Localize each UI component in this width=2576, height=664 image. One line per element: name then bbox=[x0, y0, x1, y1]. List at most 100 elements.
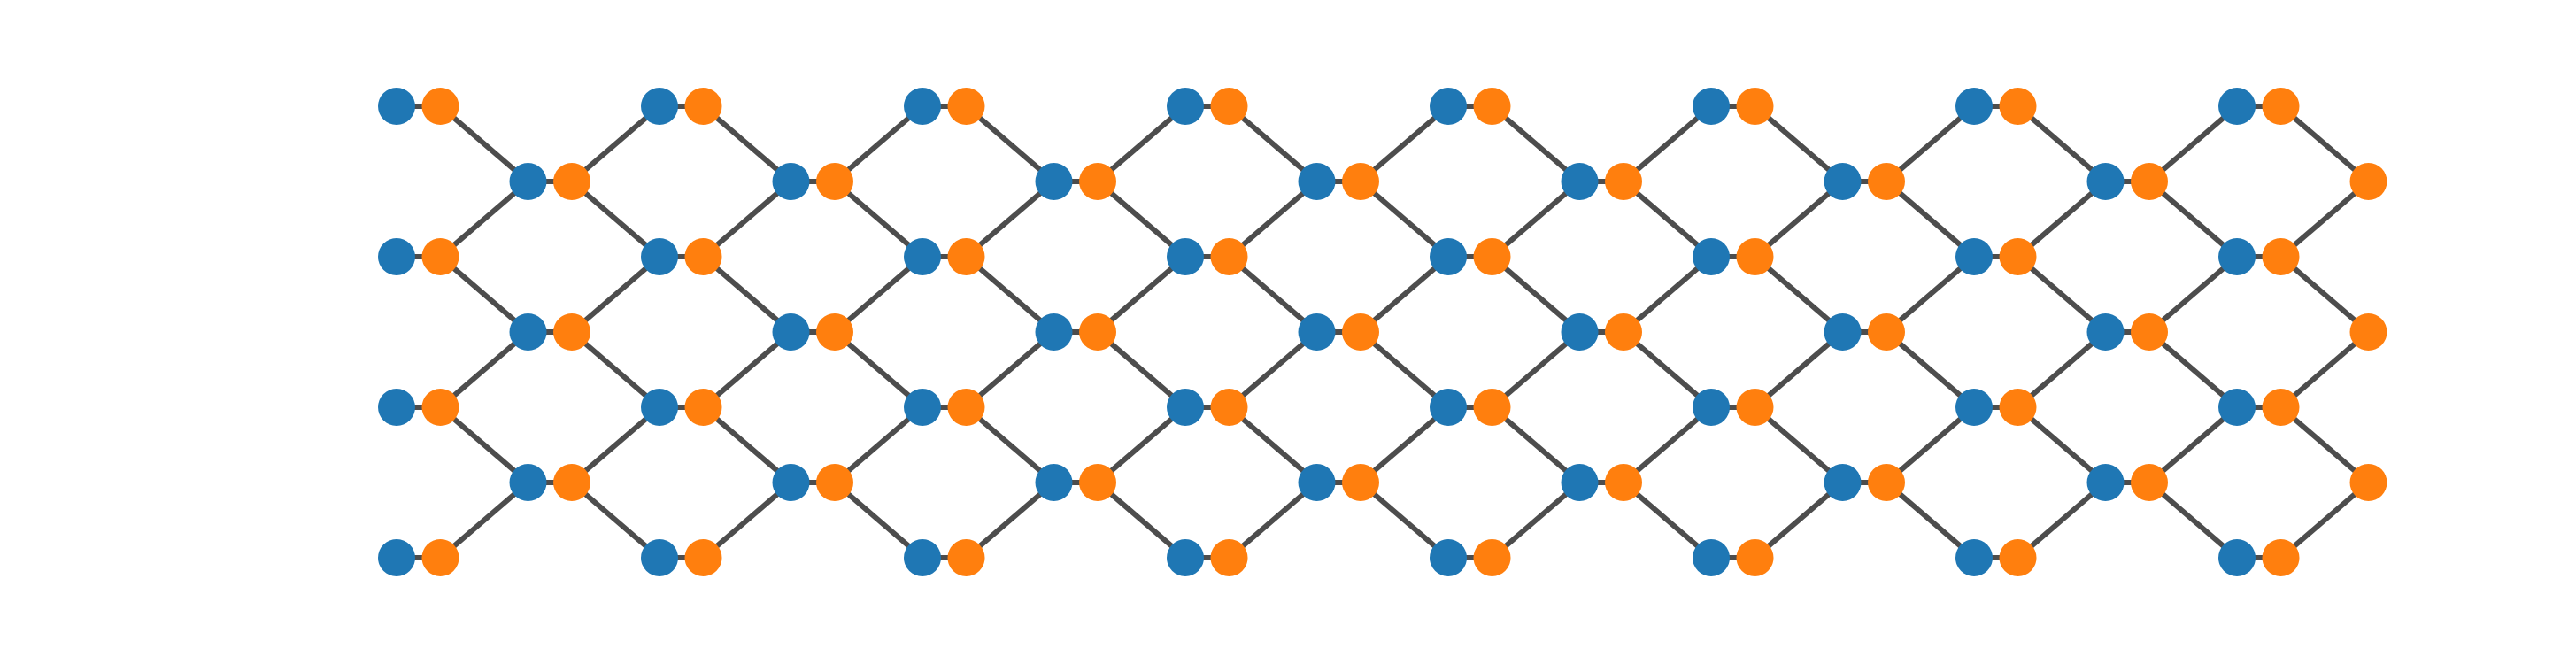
lattice-node-b bbox=[1473, 389, 1511, 426]
lattice-edge bbox=[1358, 254, 1451, 335]
lattice-node-a bbox=[1561, 163, 1599, 200]
lattice-edge bbox=[1489, 480, 1583, 560]
lattice-node-b bbox=[1999, 539, 2037, 576]
lattice-node-b bbox=[1736, 539, 1774, 576]
lattice-node-a bbox=[1955, 539, 1993, 576]
lattice-edge bbox=[1621, 329, 1714, 410]
lattice-node-b bbox=[1868, 464, 1905, 501]
lattice-node-b bbox=[1210, 539, 1248, 576]
lattice-node-a bbox=[1298, 163, 1336, 200]
lattice-edges bbox=[394, 104, 2372, 560]
lattice-node-b bbox=[1605, 163, 1642, 200]
lattice-edge bbox=[1621, 254, 1714, 335]
lattice-edge bbox=[437, 254, 531, 335]
lattice-edge bbox=[700, 480, 794, 560]
lattice-node-a bbox=[904, 238, 941, 275]
lattice-edge bbox=[1095, 104, 1188, 184]
lattice-node-a bbox=[1298, 464, 1336, 501]
lattice-edge bbox=[1358, 104, 1451, 184]
lattice-edge bbox=[1489, 104, 1583, 184]
lattice-node-a bbox=[641, 389, 678, 426]
lattice-edge bbox=[2147, 480, 2240, 560]
lattice-node-a bbox=[1693, 238, 1730, 275]
lattice-edge bbox=[2147, 329, 2240, 410]
lattice-node-a bbox=[772, 163, 810, 200]
lattice-node-a bbox=[1824, 313, 1862, 351]
lattice-edge bbox=[1226, 329, 1320, 410]
lattice-node-a bbox=[378, 88, 415, 125]
lattice-edge bbox=[2278, 254, 2372, 335]
lattice-edge bbox=[1095, 480, 1188, 560]
lattice-edge bbox=[2278, 179, 2372, 259]
lattice-nodes bbox=[378, 88, 2387, 576]
lattice-edge bbox=[569, 480, 662, 560]
lattice-edge bbox=[1884, 254, 1977, 335]
lattice-node-b bbox=[684, 88, 722, 125]
lattice-edge bbox=[2278, 104, 2372, 184]
lattice-edge bbox=[2015, 104, 2109, 184]
lattice-node-b bbox=[816, 313, 853, 351]
lattice-edge bbox=[2015, 329, 2109, 410]
lattice-node-a bbox=[2218, 238, 2256, 275]
lattice-edge bbox=[1752, 405, 1846, 485]
lattice-edge bbox=[1489, 405, 1583, 485]
lattice-edge bbox=[1884, 179, 1977, 259]
lattice-node-b bbox=[421, 88, 459, 125]
lattice-node-a bbox=[1693, 539, 1730, 576]
lattice-edge bbox=[437, 329, 531, 410]
lattice-edge bbox=[569, 405, 662, 485]
lattice-node-a bbox=[772, 313, 810, 351]
lattice-node-a bbox=[1430, 539, 1467, 576]
lattice-edge bbox=[1752, 104, 1846, 184]
lattice-node-b bbox=[2262, 539, 2300, 576]
lattice-node-b bbox=[2131, 464, 2168, 501]
lattice-node-a bbox=[2218, 539, 2256, 576]
lattice-edge bbox=[1358, 480, 1451, 560]
lattice-node-a bbox=[2086, 313, 2125, 351]
lattice-node-a bbox=[1167, 238, 1204, 275]
lattice-edge bbox=[832, 179, 925, 259]
lattice-edge bbox=[1095, 329, 1188, 410]
lattice-node-b bbox=[1473, 539, 1511, 576]
lattice-node-b bbox=[1736, 88, 1774, 125]
lattice-node-a bbox=[509, 464, 547, 501]
lattice-node-b bbox=[684, 539, 722, 576]
lattice-node-b bbox=[684, 389, 722, 426]
lattice-edge bbox=[1884, 480, 1977, 560]
lattice-edge bbox=[2147, 254, 2240, 335]
lattice-node-a bbox=[1167, 389, 1204, 426]
lattice-node-b bbox=[2349, 313, 2387, 351]
lattice-node-b bbox=[1999, 88, 2037, 125]
lattice-edge bbox=[1095, 254, 1188, 335]
lattice-edge bbox=[700, 254, 794, 335]
lattice-node-a bbox=[1955, 88, 1993, 125]
lattice-node-a bbox=[1430, 238, 1467, 275]
lattice-edge bbox=[2147, 179, 2240, 259]
lattice-edge bbox=[1226, 405, 1320, 485]
lattice-edge bbox=[1489, 254, 1583, 335]
lattice-edge bbox=[2015, 179, 2109, 259]
lattice-edge bbox=[700, 405, 794, 485]
lattice-node-a bbox=[904, 88, 941, 125]
lattice-node-b bbox=[1079, 464, 1116, 501]
lattice-node-b bbox=[2131, 313, 2168, 351]
lattice-node-a bbox=[378, 389, 415, 426]
lattice-node-b bbox=[1605, 464, 1642, 501]
lattice-node-b bbox=[421, 389, 459, 426]
lattice-node-b bbox=[816, 163, 853, 200]
lattice-node-a bbox=[641, 238, 678, 275]
lattice-node-b bbox=[1736, 389, 1774, 426]
lattice-edge bbox=[1621, 480, 1714, 560]
lattice-edge bbox=[832, 104, 925, 184]
lattice-node-b bbox=[1868, 313, 1905, 351]
lattice-edge bbox=[2147, 104, 2240, 184]
lattice-node-a bbox=[1035, 313, 1073, 351]
lattice-node-b bbox=[1342, 163, 1379, 200]
lattice-edge bbox=[2278, 405, 2372, 485]
lattice-edge bbox=[1358, 329, 1451, 410]
lattice-edge bbox=[1621, 104, 1714, 184]
lattice-node-a bbox=[1035, 163, 1073, 200]
lattice-edge bbox=[2015, 254, 2109, 335]
lattice-edge bbox=[437, 405, 531, 485]
lattice-node-b bbox=[947, 238, 985, 275]
